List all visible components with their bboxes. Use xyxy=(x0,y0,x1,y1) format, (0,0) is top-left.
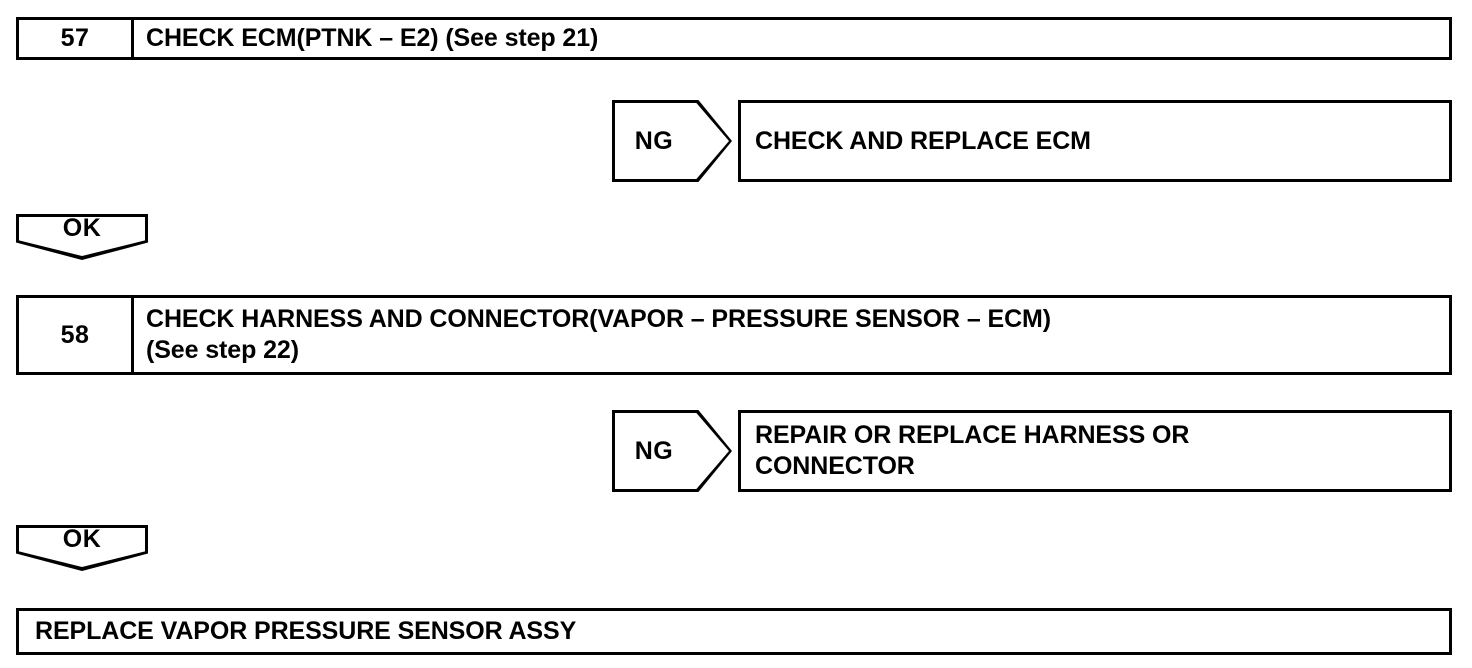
step-title-58: CHECK HARNESS AND CONNECTOR(VAPOR – PRES… xyxy=(134,298,1449,372)
ng-action-text-58: REPAIR OR REPLACE HARNESS OR CONNECTOR xyxy=(755,420,1437,482)
step-title-57: CHECK ECM(PTNK – E2) (See step 21) xyxy=(146,24,599,52)
ok-label-58: OK xyxy=(62,524,102,553)
ng-label-58: NG xyxy=(634,436,674,465)
ok-label-57: OK xyxy=(62,213,102,242)
ng-action-text-58-line-1: REPAIR OR REPLACE HARNESS OR xyxy=(755,421,1190,449)
ok-badge-57[interactable]: OK xyxy=(16,214,148,260)
step-row-57[interactable]: 57 CHECK ECM(PTNK – E2) (See step 21) xyxy=(16,17,1452,60)
step-number-57: 57 xyxy=(19,20,134,57)
step-row-58[interactable]: 58 CHECK HARNESS AND CONNECTOR(VAPOR – P… xyxy=(16,295,1452,375)
ng-action-text-58-line-2: CONNECTOR xyxy=(755,452,915,480)
ng-action-box-58[interactable]: REPAIR OR REPLACE HARNESS OR CONNECTOR xyxy=(738,410,1452,492)
ng-label-57: NG xyxy=(634,126,674,155)
ng-action-text-57: CHECK AND REPLACE ECM xyxy=(755,126,1091,155)
ng-arrow-57[interactable]: NG xyxy=(612,100,732,182)
step-title-58-line-2: (See step 22) xyxy=(146,336,299,364)
ng-arrow-58[interactable]: NG xyxy=(612,410,732,492)
step-number-58: 58 xyxy=(19,298,134,372)
ok-badge-58[interactable]: OK xyxy=(16,525,148,571)
step-title-58-line-1: CHECK HARNESS AND CONNECTOR(VAPOR – PRES… xyxy=(146,305,1051,333)
ng-action-box-57[interactable]: CHECK AND REPLACE ECM xyxy=(738,100,1452,182)
terminal-action-box[interactable]: REPLACE VAPOR PRESSURE SENSOR ASSY xyxy=(16,608,1452,655)
terminal-action-text: REPLACE VAPOR PRESSURE SENSOR ASSY xyxy=(35,617,577,645)
